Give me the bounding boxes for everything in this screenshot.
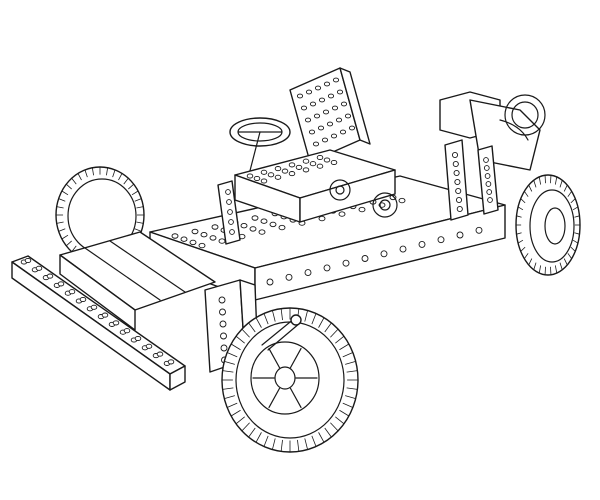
steering-linkage xyxy=(261,314,302,351)
front-left-tire xyxy=(221,307,359,453)
engine-cover xyxy=(59,231,216,331)
vertical-beams xyxy=(217,139,499,245)
seat-back xyxy=(289,67,371,163)
front-bumper xyxy=(11,255,186,391)
rear-right-housing xyxy=(439,91,546,171)
front-right-tire xyxy=(515,174,581,276)
seat-base-gearbox xyxy=(234,149,398,223)
steering-wheel xyxy=(229,117,291,191)
